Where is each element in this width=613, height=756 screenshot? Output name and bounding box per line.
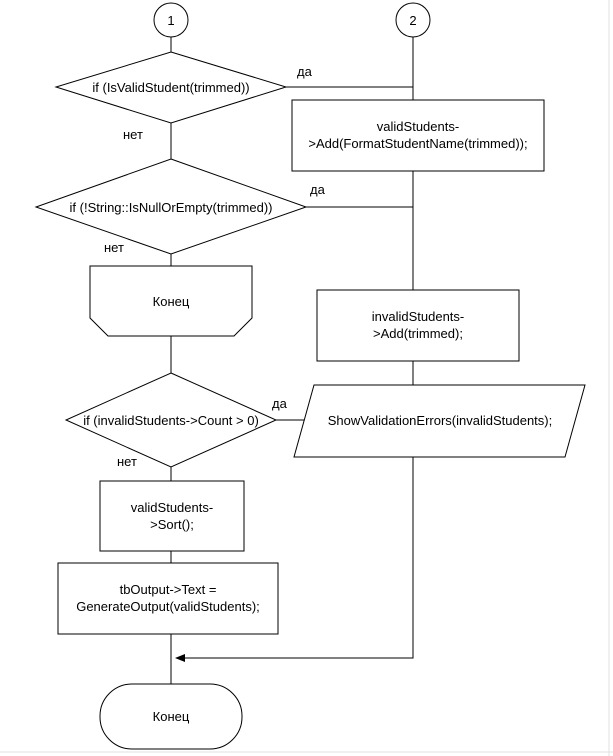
process-add-valid-line1: validStudents- [377,119,459,134]
io-show-errors: ShowValidationErrors(invalidStudents); [293,384,586,458]
label-yes-valid: да [297,64,313,79]
io-show-errors-text: ShowValidationErrors(invalidStudents); [328,413,552,428]
label-no-count: нет [117,454,137,469]
decision-invalid-count: if (invalidStudents->Count > 0) [64,372,278,468]
process-sort-line1: validStudents- [131,500,213,515]
decision-valid-student: if (IsValidStudent(trimmed)) [54,51,288,124]
decision-not-empty-text: if (!String::IsNullOrEmpty(trimmed)) [70,200,273,215]
label-yes-count: да [272,396,288,411]
connector-2-label: 2 [409,13,416,28]
process-sort-line2: >Sort(); [150,517,194,532]
decision-invalid-count-text: if (invalidStudents->Count > 0) [83,413,259,428]
decision-valid-student-text: if (IsValidStudent(trimmed)) [92,80,249,95]
process-add-invalid-line1: invalidStudents- [372,309,465,324]
process-add-valid-line2: >Add(FormatStudentName(trimmed)); [308,136,527,151]
edge-errors-merge [175,457,414,662]
loop-end-label: Конец [153,294,190,309]
process-sort: validStudents- >Sort(); [99,480,245,552]
process-add-valid: validStudents- >Add(FormatStudentName(tr… [291,99,545,172]
process-output-line2: GenerateOutput(validStudents); [76,599,260,614]
label-no-notempty: нет [104,240,124,255]
loop-end-block: Конец [89,265,253,337]
label-no-valid: нет [123,127,143,142]
connector-2: 2 [395,2,431,38]
label-yes-notempty: да [310,182,326,197]
decision-not-empty: if (!String::IsNullOrEmpty(trimmed)) [34,158,308,255]
process-add-invalid-line2: >Add(trimmed); [373,326,463,341]
terminator-end-label: Конец [153,709,190,724]
connector-1: 1 [153,2,189,38]
process-output-line1: tbOutput->Text = [120,582,217,597]
process-output: tbOutput->Text = GenerateOutput(validStu… [57,562,279,635]
connector-1-label: 1 [167,13,174,28]
process-add-invalid: invalidStudents- >Add(trimmed); [316,289,520,362]
terminator-end: Конец [99,683,243,750]
edges [170,37,414,684]
